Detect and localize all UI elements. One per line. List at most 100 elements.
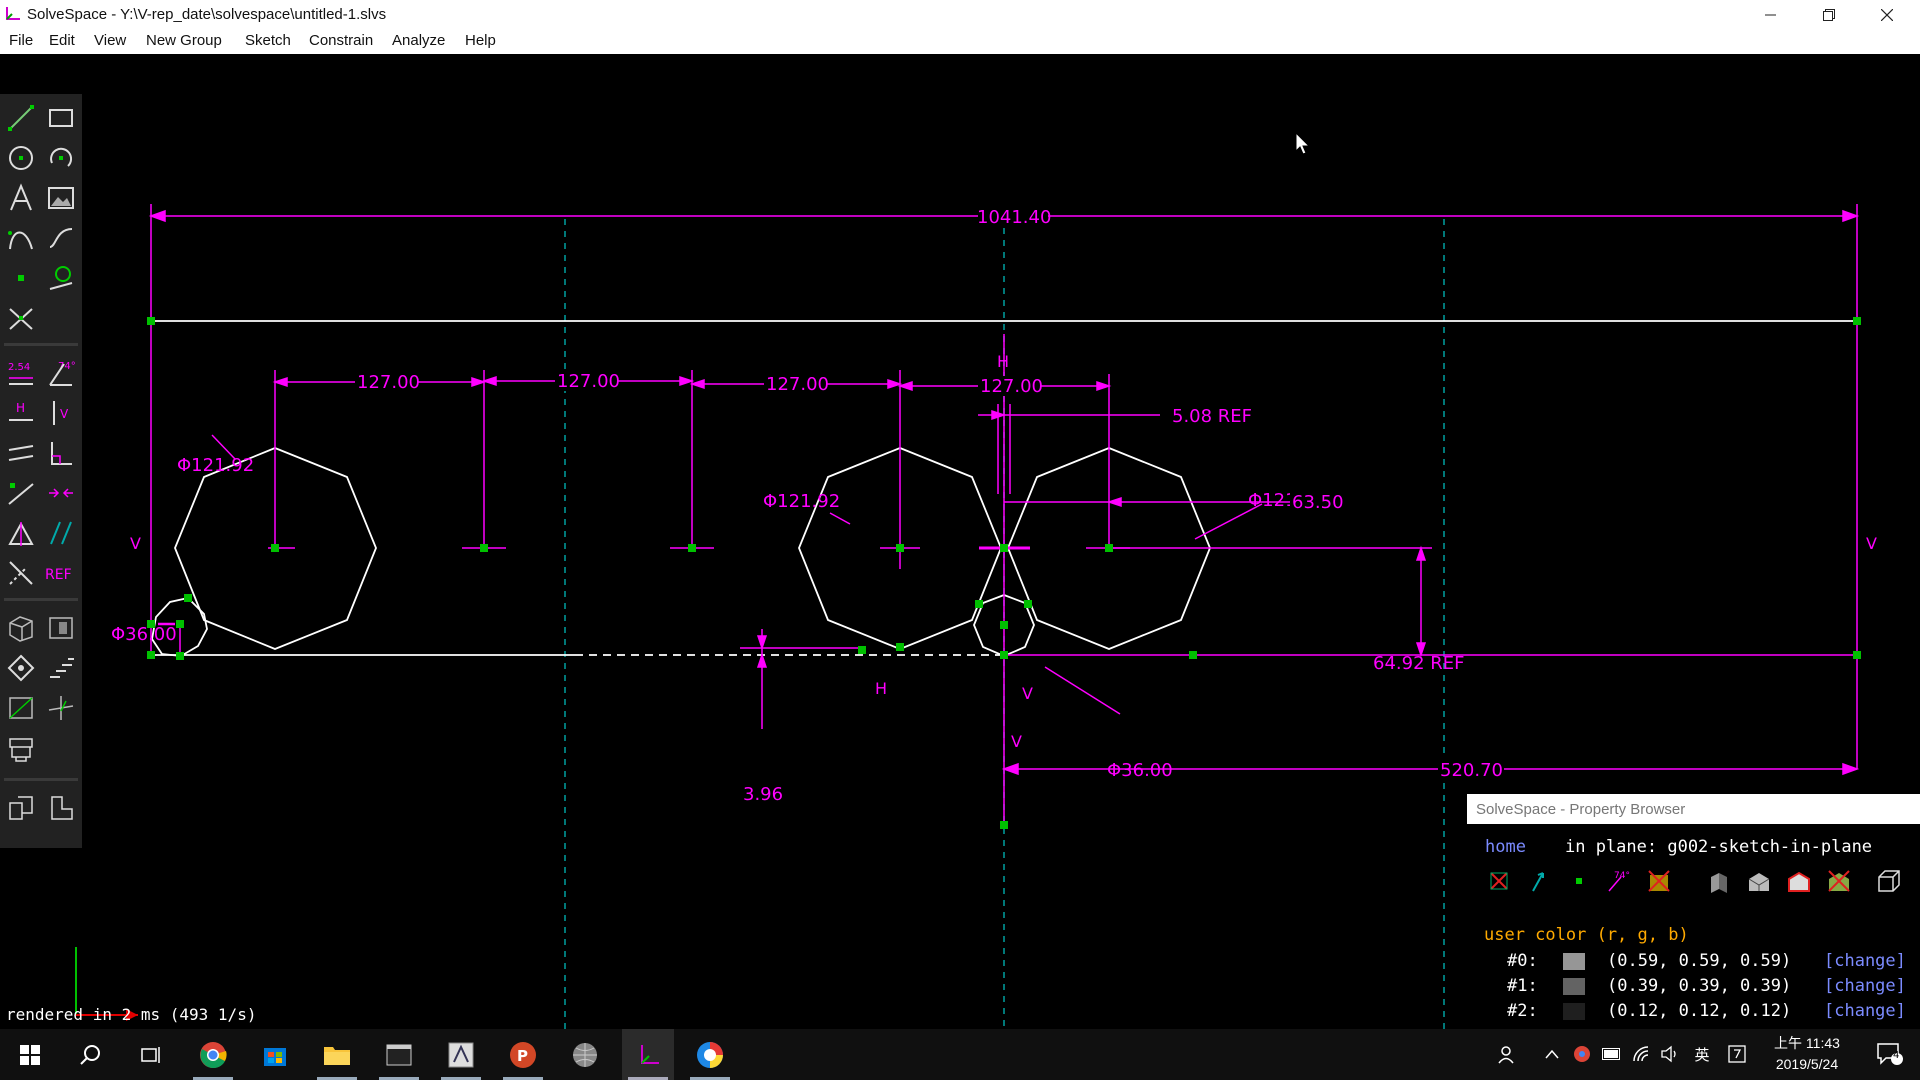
- midpoint-constraint-button[interactable]: [44, 476, 78, 510]
- reference-toggle-button[interactable]: REF: [44, 556, 78, 590]
- tray-chrome[interactable]: [1571, 1043, 1593, 1065]
- dim-small-offset[interactable]: 3.96: [743, 784, 783, 805]
- menu-analyze[interactable]: Analyze: [392, 32, 446, 49]
- dim-ref-offset[interactable]: 5.08 REF: [1172, 406, 1252, 427]
- on-point-constraint-button[interactable]: [4, 476, 38, 510]
- taskbar-solvespace[interactable]: [622, 1029, 674, 1080]
- vertical-constraint-right[interactable]: V: [1866, 534, 1877, 553]
- vertical-constraint-bottom[interactable]: V: [1011, 732, 1022, 751]
- search-button[interactable]: [64, 1029, 116, 1080]
- octagon-right[interactable]: [1007, 447, 1211, 650]
- toggle-faces-button[interactable]: [1703, 866, 1735, 896]
- symmetric-constraint-button[interactable]: [4, 516, 38, 550]
- extrude-button[interactable]: [4, 731, 38, 765]
- home-link[interactable]: home: [1485, 837, 1526, 857]
- menu-file[interactable]: File: [9, 32, 34, 49]
- sketch-3d-button[interactable]: [44, 691, 78, 725]
- change-color-link[interactable]: [change]: [1824, 976, 1906, 996]
- menu-sketch[interactable]: Sketch: [245, 32, 291, 49]
- taskbar-drawing-app[interactable]: [435, 1029, 487, 1080]
- dim-small-dia-center[interactable]: Φ36.00: [1107, 760, 1173, 781]
- taskbar-clock[interactable]: 上午 11:43 2019/5/24: [1762, 1033, 1852, 1075]
- toggle-perspective-button[interactable]: [1873, 866, 1905, 896]
- vertical-constraint-left[interactable]: V: [130, 534, 141, 553]
- menu-view[interactable]: View: [94, 32, 127, 49]
- step-translate-button[interactable]: [44, 651, 78, 685]
- parallel-constraint-button[interactable]: [4, 436, 38, 470]
- people-icon-button[interactable]: [1496, 1043, 1520, 1065]
- toggle-hidden-lines-button[interactable]: [1823, 866, 1855, 896]
- ime-indicator[interactable]: 英: [1694, 1045, 1710, 1064]
- dim-spacing-3[interactable]: 127.00: [766, 374, 829, 395]
- taskbar-powerpoint[interactable]: P: [497, 1029, 549, 1080]
- taskbar-browser[interactable]: [684, 1029, 736, 1080]
- workplane-tool-button[interactable]: [44, 261, 78, 295]
- menu-new-group[interactable]: New Group: [146, 32, 222, 49]
- toggle-construction-button[interactable]: [1643, 866, 1675, 896]
- circle-tool-button[interactable]: [4, 141, 38, 175]
- dim-small-dia-left[interactable]: Φ36.00: [111, 624, 177, 645]
- toggle-workplanes-button[interactable]: [1483, 866, 1515, 896]
- link-part-button[interactable]: [44, 791, 78, 825]
- volume-button[interactable]: [1659, 1043, 1681, 1065]
- sketch-points[interactable]: [147, 317, 1861, 829]
- taskbar-sphere-app[interactable]: [559, 1029, 611, 1080]
- horizontal-constraint-button[interactable]: H: [4, 396, 38, 430]
- split-tool-button[interactable]: [4, 301, 38, 335]
- toggle-points-button[interactable]: [1563, 866, 1595, 896]
- minimize-button[interactable]: [1742, 0, 1800, 29]
- bezier-tool-button[interactable]: [4, 221, 38, 255]
- perpendicular-constraint-button[interactable]: [44, 436, 78, 470]
- arc-tool-button[interactable]: [44, 141, 78, 175]
- dim-spacing-1[interactable]: 127.00: [357, 372, 420, 393]
- point-tool-button[interactable]: [4, 261, 38, 295]
- dim-spacing-2[interactable]: 127.00: [557, 371, 620, 392]
- dim-spacing-4[interactable]: 127.00: [980, 376, 1043, 397]
- dim-right-length[interactable]: 520.70: [1440, 760, 1503, 781]
- taskbar-chrome[interactable]: [187, 1029, 239, 1080]
- taskbar-terminal[interactable]: [373, 1029, 425, 1080]
- toggle-normals-button[interactable]: [1523, 866, 1555, 896]
- octagon-left[interactable]: [174, 447, 377, 650]
- ime-mode-button[interactable]: [1726, 1043, 1748, 1065]
- rectangle-tool-button[interactable]: [44, 101, 78, 135]
- dim-height-ref[interactable]: 64.92 REF: [1373, 653, 1465, 674]
- tangent-constraint-button[interactable]: [44, 516, 78, 550]
- toggle-constraints-button[interactable]: 74°: [1603, 866, 1635, 896]
- menu-help[interactable]: Help: [465, 32, 496, 49]
- image-tool-button[interactable]: [44, 181, 78, 215]
- change-color-link[interactable]: [change]: [1824, 1001, 1906, 1021]
- vertical-constraint-button[interactable]: V: [44, 396, 78, 430]
- dim-dia-left[interactable]: Φ121.92: [177, 455, 254, 476]
- toggle-outlines-button[interactable]: [1783, 866, 1815, 896]
- assemble-button[interactable]: [4, 791, 38, 825]
- menu-constrain[interactable]: Constrain: [309, 32, 374, 49]
- tray-overflow-button[interactable]: [1542, 1043, 1562, 1065]
- menu-edit[interactable]: Edit: [49, 32, 75, 49]
- angle-constraint-button[interactable]: 74°: [44, 356, 78, 390]
- nearest-ortho-view-button[interactable]: [44, 611, 78, 645]
- task-view-button[interactable]: [124, 1029, 176, 1080]
- restore-button[interactable]: [1800, 0, 1858, 29]
- taskbar-file-explorer[interactable]: [311, 1029, 363, 1080]
- change-color-link[interactable]: [change]: [1824, 951, 1906, 971]
- action-center-button[interactable]: 4: [1870, 1042, 1910, 1066]
- horizontal-constraint-bottom[interactable]: H: [875, 679, 887, 698]
- vertical-constraint-center[interactable]: V: [1022, 684, 1033, 703]
- toggle-mesh-button[interactable]: [1743, 866, 1775, 896]
- construction-toggle-button[interactable]: [4, 556, 38, 590]
- step-rotate-button[interactable]: [4, 651, 38, 685]
- dim-horizontal-offset[interactable]: 63.50: [1292, 492, 1344, 513]
- sketch-in-plane-button[interactable]: [4, 691, 38, 725]
- taskbar-store[interactable]: [249, 1029, 301, 1080]
- close-button[interactable]: [1858, 0, 1916, 29]
- line-tool-button[interactable]: [4, 101, 38, 135]
- horizontal-constraint-top[interactable]: H: [997, 352, 1009, 371]
- nearest-iso-view-button[interactable]: [4, 611, 38, 645]
- small-circle-left[interactable]: [151, 597, 208, 657]
- network-button[interactable]: [1631, 1043, 1653, 1065]
- dim-overall-width[interactable]: 1041.40: [977, 207, 1051, 228]
- start-button[interactable]: [4, 1029, 56, 1080]
- sketch-svg[interactable]: 1041.40 127.00 127.00 127.00 127.00 5.08…: [0, 54, 1920, 1029]
- dim-dia-middle[interactable]: Φ121.92: [763, 491, 840, 512]
